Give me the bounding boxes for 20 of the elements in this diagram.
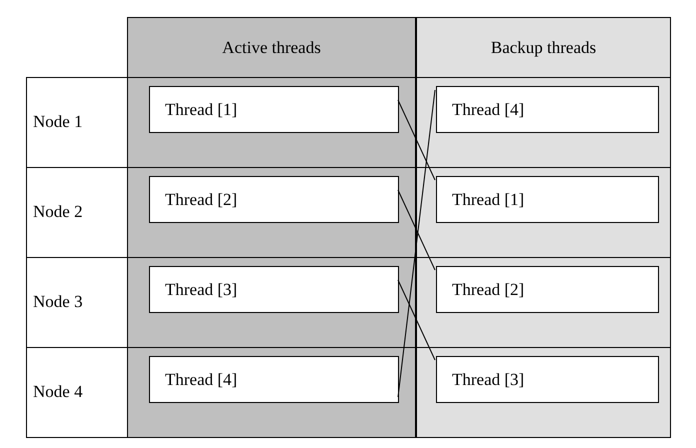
row-label: Node 3 [33, 291, 83, 313]
thread-box: Thread [4] [436, 86, 659, 133]
thread-box: Thread [1] [436, 176, 659, 223]
column-header: Backup threads [490, 37, 598, 59]
thread-box: Thread [2] [436, 266, 659, 313]
row-label: Node 2 [33, 201, 83, 223]
connector-line [398, 90, 436, 398]
connector-line [398, 100, 436, 180]
thread-box: Thread [4] [149, 356, 399, 403]
connector-line [398, 280, 436, 360]
column-band [127, 17, 416, 438]
row-label: Node 4 [33, 381, 83, 403]
thread-box: Thread [1] [149, 86, 399, 133]
thread-box: Thread [3] [436, 356, 659, 403]
thread-box: Thread [3] [149, 266, 399, 313]
connector-line [398, 190, 436, 270]
column-band [416, 17, 671, 438]
column-header: Active threads [221, 37, 322, 59]
thread-box: Thread [2] [149, 176, 399, 223]
row-label: Node 1 [33, 111, 83, 133]
